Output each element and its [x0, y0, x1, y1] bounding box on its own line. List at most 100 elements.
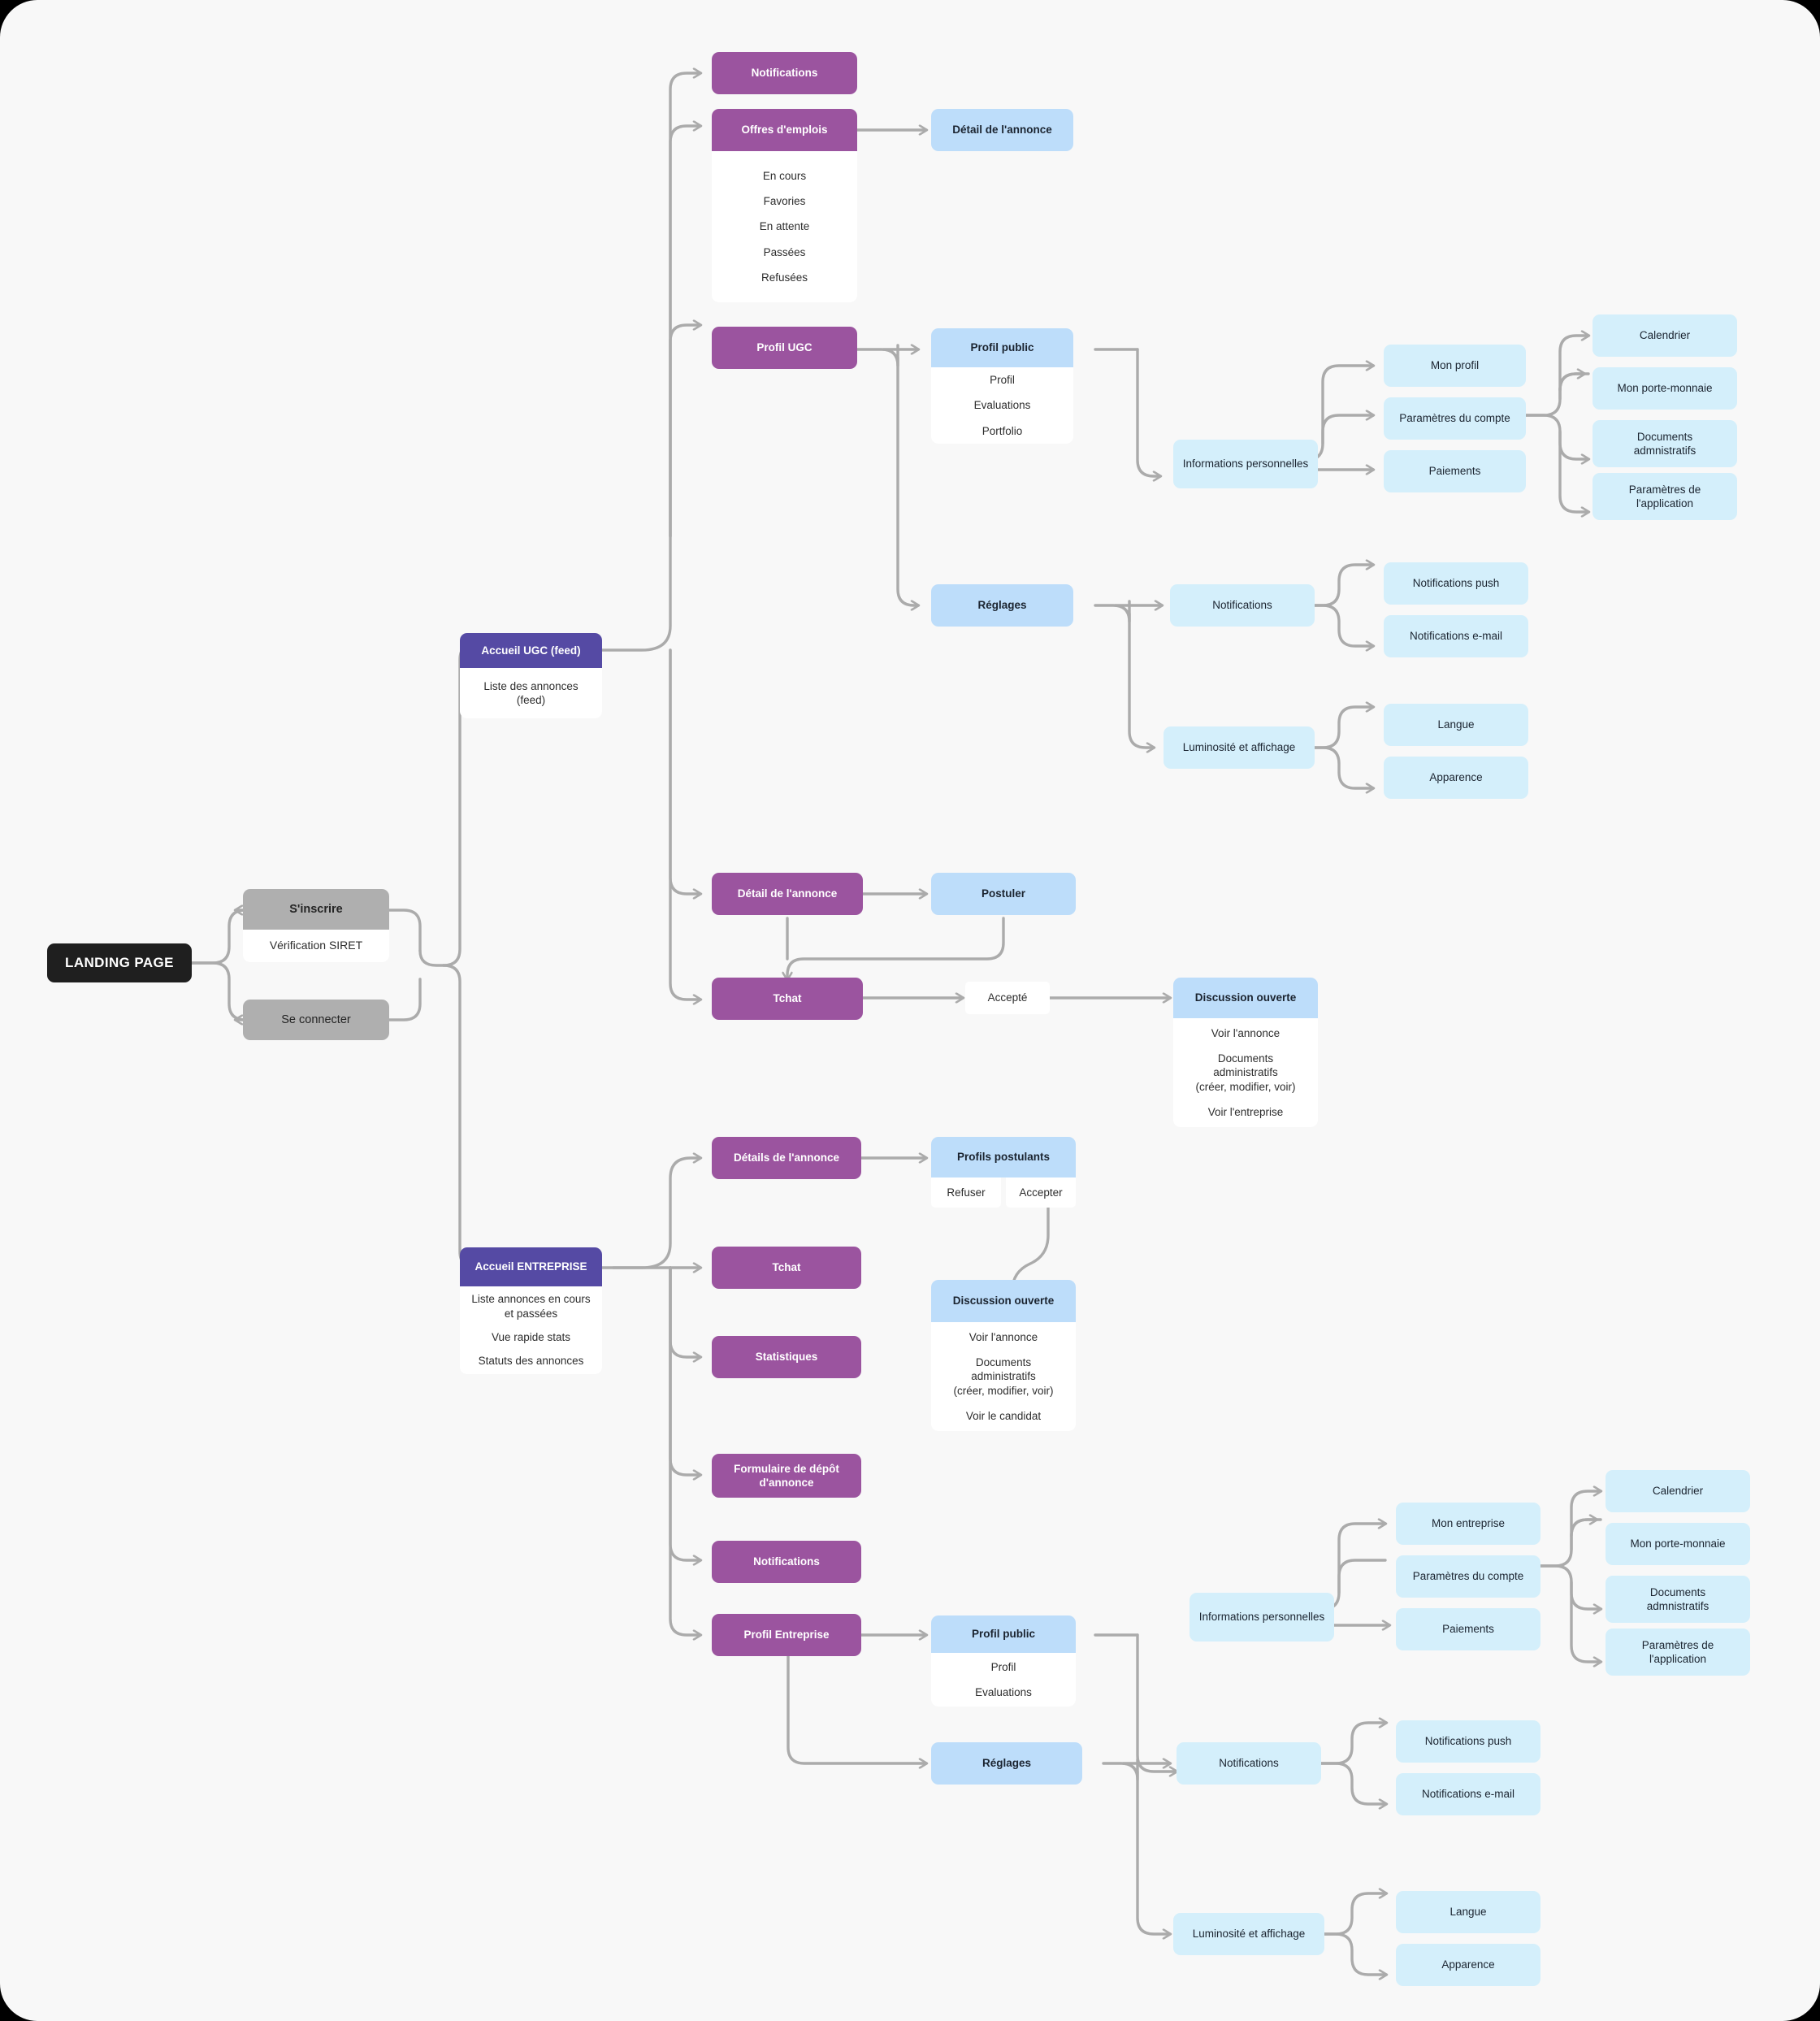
node-entreprise-profil-public[interactable]: Profil public [931, 1615, 1076, 1653]
entreprise-profil-public-label: Profil public [971, 1628, 1035, 1641]
node-ugc-luminosite[interactable]: Luminosité et affichage [1164, 726, 1315, 769]
node-entreprise-parametres-compte[interactable]: Paramètres du compte [1396, 1555, 1540, 1598]
ugc-notif-email-label: Notifications e-mail [1409, 630, 1503, 643]
ugc-luminosite-label: Luminosité et affichage [1182, 741, 1296, 754]
node-ugc-offres-emplois[interactable]: Offres d'emplois [712, 109, 857, 151]
node-accueil-entreprise-sub: Liste annonces en cours et passées Vue r… [460, 1286, 602, 1374]
node-entreprise-apparence[interactable]: Apparence [1396, 1944, 1540, 1986]
ugc-docs-admin-1: admnistratifs [1633, 445, 1696, 457]
ugc-porte-monnaie-label: Mon porte-monnaie [1617, 382, 1713, 395]
node-entreprise-discussion-ouverte[interactable]: Discussion ouverte [931, 1280, 1076, 1322]
node-ugc-paiements[interactable]: Paiements [1384, 450, 1526, 492]
ent-disc-4: Voir le candidat [965, 1409, 1042, 1422]
node-mon-entreprise[interactable]: Mon entreprise [1396, 1503, 1540, 1545]
node-ugc-notifications[interactable]: Notifications [712, 52, 857, 94]
node-login[interactable]: Se connecter [243, 1000, 389, 1040]
ugc-docs-admin-0: Documents [1636, 430, 1693, 443]
entreprise-sub-0: Liste annonces en cours [471, 1293, 591, 1306]
entreprise-tchat-label: Tchat [772, 1261, 801, 1274]
node-landing-page[interactable]: LANDING PAGE [47, 943, 192, 982]
node-entreprise-profil-public-sub: Profil Evaluations [931, 1653, 1076, 1707]
ugc-offre-item-4: Refusées [760, 271, 808, 284]
accepter-label: Accepter [1019, 1186, 1063, 1199]
ugc-detail-annonce-label: Détail de l'annonce [737, 887, 838, 900]
ugc-app-settings-0: Paramètres de [1628, 483, 1701, 496]
node-entreprise-reglages[interactable]: Réglages [931, 1742, 1082, 1785]
node-ugc-parametres-compte[interactable]: Paramètres du compte [1384, 397, 1526, 440]
node-entreprise-settings-notifications[interactable]: Notifications [1176, 1742, 1321, 1785]
node-profils-postulants[interactable]: Profils postulants [931, 1137, 1076, 1177]
node-ugc-profil-public[interactable]: Profil public [931, 328, 1073, 367]
ent-profil-sub-1: Evaluations [975, 1686, 1032, 1698]
ugc-mon-profil-label: Mon profil [1430, 359, 1480, 372]
node-entreprise-discussion-sub: Voir l'annonce Documents administratifs … [931, 1322, 1076, 1431]
node-entreprise-statistiques[interactable]: Statistiques [712, 1336, 861, 1378]
node-ugc-parametres-application[interactable]: Paramètres de l'application [1592, 473, 1737, 520]
ent-disc-0: Voir l'annonce [968, 1330, 1038, 1343]
ugc-calendrier-label: Calendrier [1639, 329, 1691, 342]
node-ugc-calendrier[interactable]: Calendrier [1592, 314, 1737, 357]
ent-luminosite-label: Luminosité et affichage [1192, 1928, 1306, 1941]
node-entreprise-details-annonce[interactable]: Détails de l'annonce [712, 1137, 861, 1179]
node-ugc-langue[interactable]: Langue [1384, 704, 1528, 746]
node-entreprise-notifications-email[interactable]: Notifications e-mail [1396, 1773, 1540, 1815]
node-entreprise-documents-administratifs[interactable]: Documents admnistratifs [1606, 1576, 1750, 1623]
node-accueil-ugc[interactable]: Accueil UGC (feed) [460, 633, 602, 668]
ugc-profil-sub-2: Portfolio [982, 424, 1023, 437]
node-entreprise-paiements[interactable]: Paiements [1396, 1608, 1540, 1650]
node-ugc-accepte: Accepté [965, 982, 1050, 1014]
node-entreprise-notifications[interactable]: Notifications [712, 1541, 861, 1583]
ugc-postuler-label: Postuler [981, 887, 1025, 900]
formulaire-1: d'annonce [759, 1477, 814, 1489]
ent-notif-push-label: Notifications push [1424, 1735, 1512, 1748]
node-refuser[interactable]: Refuser [931, 1177, 1001, 1208]
node-entreprise-porte-monnaie[interactable]: Mon porte-monnaie [1606, 1523, 1750, 1565]
node-accueil-entreprise[interactable]: Accueil ENTREPRISE [460, 1247, 602, 1286]
node-ugc-notifications-email[interactable]: Notifications e-mail [1384, 615, 1528, 657]
node-signup[interactable]: S'inscrire [243, 889, 389, 930]
entreprise-sub-1: et passées [504, 1307, 558, 1320]
node-ugc-documents-administratifs[interactable]: Documents admnistratifs [1592, 420, 1737, 467]
ugc-reglages-label: Réglages [977, 599, 1027, 612]
node-entreprise-luminosite[interactable]: Luminosité et affichage [1173, 1913, 1324, 1955]
node-ugc-infos-personnelles[interactable]: Informations personnelles [1173, 440, 1318, 488]
formulaire-0: Formulaire de dépôt [734, 1462, 839, 1475]
ugc-paiements-label: Paiements [1428, 465, 1481, 478]
ent-app-settings-1: l'application [1649, 1653, 1707, 1665]
node-entreprise-langue[interactable]: Langue [1396, 1891, 1540, 1933]
ent-calendrier-label: Calendrier [1652, 1485, 1704, 1498]
node-ugc-detail-annonce[interactable]: Détail de l'annonce [712, 873, 863, 915]
accueil-ugc-label: Accueil UGC (feed) [481, 644, 581, 657]
ugc-tchat-label: Tchat [773, 992, 802, 1005]
entreprise-sub-3: Statuts des annonces [478, 1355, 584, 1368]
node-ugc-detail-annonce-top[interactable]: Détail de l'annonce [931, 109, 1073, 151]
node-ugc-settings-notifications[interactable]: Notifications [1170, 584, 1315, 627]
node-profil-ugc[interactable]: Profil UGC [712, 327, 857, 369]
node-ugc-porte-monnaie[interactable]: Mon porte-monnaie [1592, 367, 1737, 410]
node-entreprise-parametres-application[interactable]: Paramètres de l'application [1606, 1629, 1750, 1676]
node-ugc-discussion-ouverte[interactable]: Discussion ouverte [1173, 978, 1318, 1018]
ent-paiements-label: Paiements [1442, 1623, 1494, 1636]
node-ugc-tchat[interactable]: Tchat [712, 978, 863, 1020]
login-label: Se connecter [281, 1013, 351, 1026]
ugc-disc-1: Documents [1217, 1052, 1274, 1065]
node-accepter[interactable]: Accepter [1006, 1177, 1076, 1208]
ugc-apparence-label: Apparence [1429, 771, 1483, 784]
node-entreprise-tchat[interactable]: Tchat [712, 1247, 861, 1289]
ugc-langue-label: Langue [1437, 718, 1475, 731]
profil-ugc-label: Profil UGC [756, 341, 812, 354]
node-entreprise-notifications-push[interactable]: Notifications push [1396, 1720, 1540, 1763]
node-entreprise-infos-personnelles[interactable]: Informations personnelles [1190, 1593, 1334, 1642]
ugc-settings-notif-label: Notifications [1212, 599, 1272, 612]
node-ugc-notifications-push[interactable]: Notifications push [1384, 562, 1528, 605]
node-entreprise-calendrier[interactable]: Calendrier [1606, 1470, 1750, 1512]
ugc-offre-item-2: En attente [759, 220, 810, 233]
node-ugc-mon-profil[interactable]: Mon profil [1384, 345, 1526, 387]
ent-porte-monnaie-label: Mon porte-monnaie [1630, 1537, 1726, 1550]
node-profil-entreprise[interactable]: Profil Entreprise [712, 1614, 861, 1656]
node-ugc-apparence[interactable]: Apparence [1384, 757, 1528, 799]
node-ugc-reglages[interactable]: Réglages [931, 584, 1073, 627]
node-formulaire-depot-annonce[interactable]: Formulaire de dépôt d'annonce [712, 1454, 861, 1498]
node-ugc-postuler[interactable]: Postuler [931, 873, 1076, 915]
ent-infos-personnelles-label: Informations personnelles [1198, 1611, 1325, 1624]
